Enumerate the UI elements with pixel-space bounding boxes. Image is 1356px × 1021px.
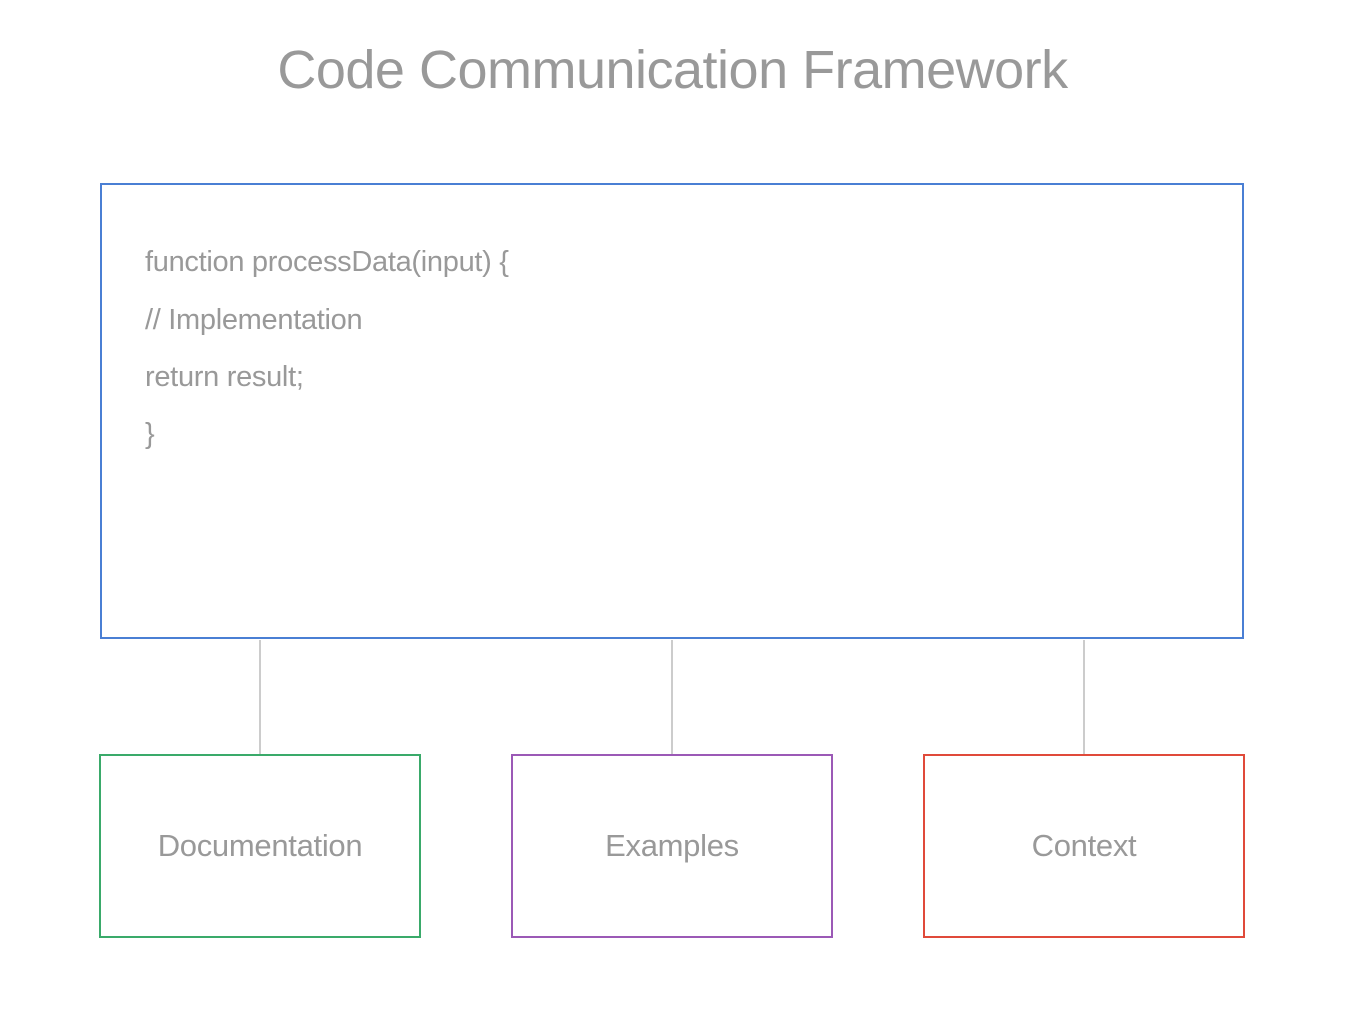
examples-node: Examples: [511, 754, 833, 938]
documentation-node: Documentation: [99, 754, 421, 938]
code-line: // Implementation: [145, 304, 363, 336]
code-line: }: [145, 418, 155, 450]
code-line: return result;: [145, 361, 304, 393]
context-node: Context: [923, 754, 1245, 938]
diagram-title: Code Communication Framework: [277, 40, 1068, 100]
code-line: function processData(input) {: [145, 246, 509, 278]
context-label: Context: [1031, 828, 1137, 863]
connector-line-documentation: [259, 640, 261, 754]
examples-label: Examples: [605, 828, 739, 863]
connector-line-examples: [671, 640, 673, 754]
connector-line-context: [1083, 640, 1085, 754]
code-block: [100, 183, 1244, 639]
documentation-label: Documentation: [157, 828, 363, 863]
